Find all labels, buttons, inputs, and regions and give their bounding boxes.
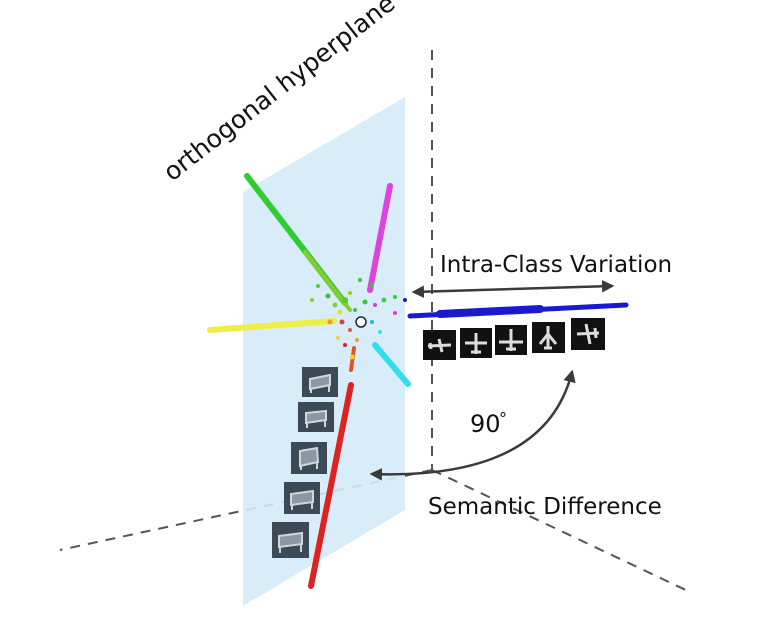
scatter-dots	[310, 278, 407, 360]
angle-unit: °	[499, 409, 507, 428]
intra-class-arrow	[411, 280, 615, 298]
chair-thumbnails	[272, 367, 338, 558]
origin-circle-icon	[355, 316, 367, 328]
right-depth-axis	[431, 469, 691, 593]
airplane-icon	[460, 328, 492, 358]
intra-class-label: Intra-Class Variation	[440, 252, 672, 278]
airplane-icon	[423, 330, 456, 360]
right-angle-arrow	[369, 369, 576, 481]
airplane-icon	[495, 325, 527, 355]
airplane-icon	[532, 322, 565, 353]
blue-cluster-dense	[436, 305, 544, 318]
chair-icon	[291, 442, 327, 474]
airplane-icon	[571, 318, 605, 350]
angle-value: 90	[470, 410, 501, 438]
chair-icon	[284, 482, 320, 514]
yellow-cluster	[207, 318, 337, 333]
chair-icon	[272, 522, 309, 558]
chair-icon	[298, 402, 334, 432]
angle-label: 90 °	[470, 409, 507, 438]
semantic-difference-label: Semantic Difference	[428, 494, 662, 520]
chair-icon	[302, 367, 338, 397]
red-cluster	[308, 382, 354, 589]
airplane-thumbnails	[423, 318, 605, 360]
magenta-cluster	[367, 183, 393, 293]
